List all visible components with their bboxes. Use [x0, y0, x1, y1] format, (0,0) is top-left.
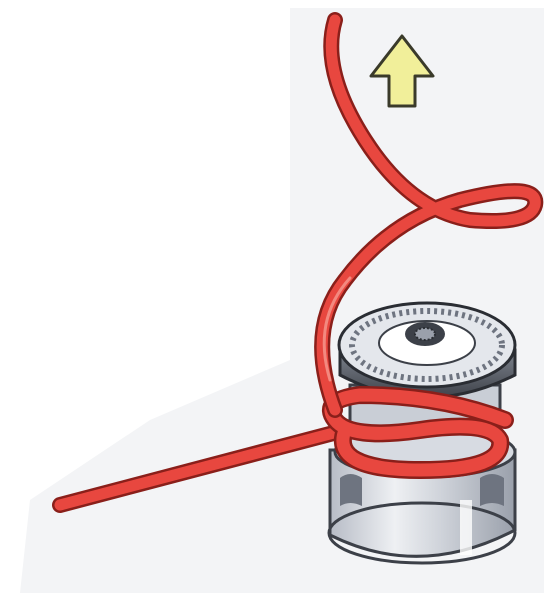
winch-socket-core	[415, 328, 435, 340]
mounting-slot-left	[340, 474, 362, 506]
mounting-slot-right	[480, 474, 504, 506]
body-highlight	[460, 500, 472, 555]
